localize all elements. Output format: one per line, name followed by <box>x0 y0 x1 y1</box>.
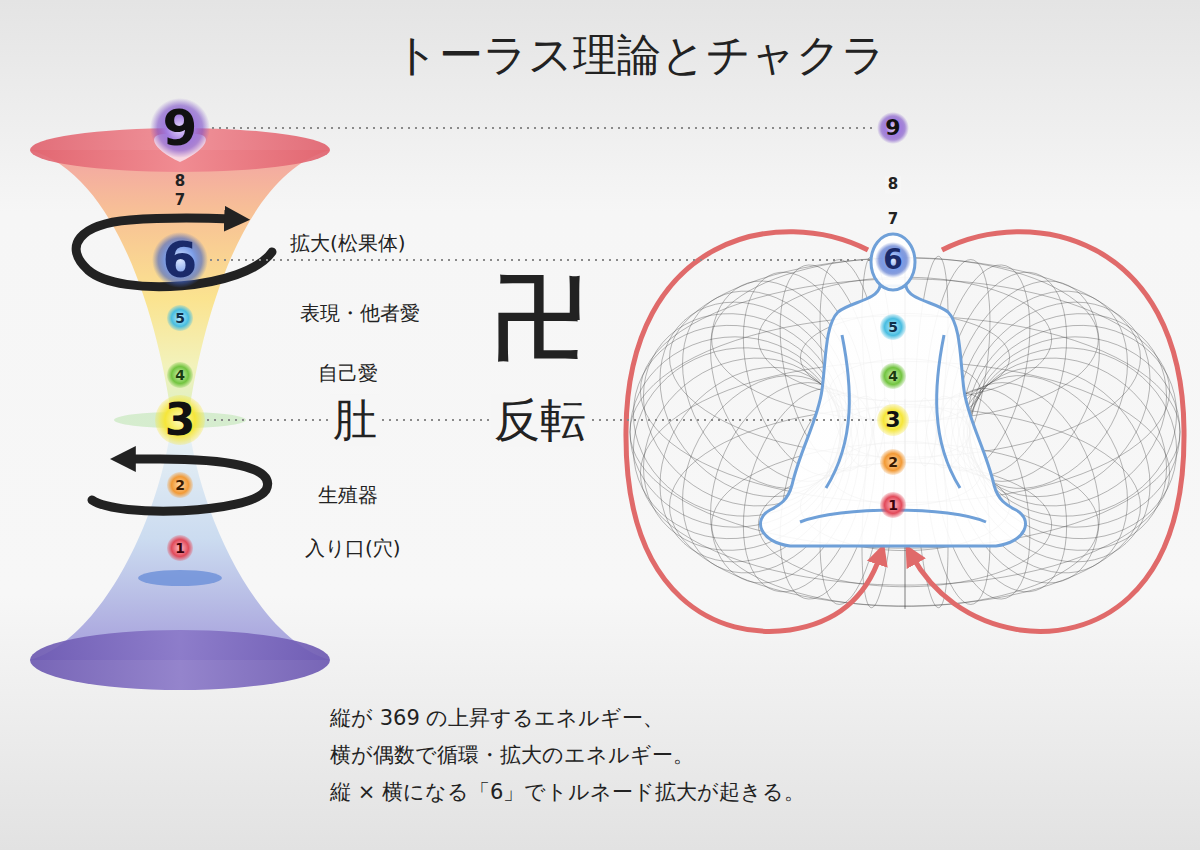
chakra-circle: 2 <box>167 472 193 498</box>
chakra-disc <box>167 305 193 331</box>
chakra-number: 5 <box>175 311 185 325</box>
mesh-line <box>969 325 1176 516</box>
funnel <box>30 128 330 690</box>
chakra-label: 肚 <box>330 395 380 446</box>
chakra-circle: 5 <box>880 314 906 340</box>
chakra-label: 拡大(松果体) <box>290 232 406 255</box>
chakra-number: 9 <box>885 117 900 139</box>
caption-line: 横が偶数で循環・拡大のエネルギー。 <box>330 743 694 767</box>
caption-line: 縦が 369 の上昇するエネルギー、 <box>330 706 664 730</box>
caption-line: 縦 × 横になる「6」でトルネード拡大が起きる。 <box>330 780 805 804</box>
chakra-disc <box>877 112 909 144</box>
chakra-disc <box>155 395 205 445</box>
meditating-figure <box>760 234 1025 546</box>
chakra-circle: 9 <box>150 98 210 158</box>
chakra-number: 1 <box>175 541 185 555</box>
chakra-disc <box>167 472 193 498</box>
swirl-arrow <box>76 218 272 511</box>
dotted-guide <box>210 259 873 261</box>
chakra-circle: 3 <box>877 404 909 436</box>
symbol: 卍 <box>494 265 586 371</box>
callout-number: 7 <box>885 211 901 228</box>
chakra-circle: 5 <box>167 305 193 331</box>
torus-mesh <box>630 255 1180 609</box>
energy-loop <box>626 232 1184 632</box>
dotted-guide <box>212 127 875 129</box>
chakra-disc <box>167 362 193 388</box>
chakra-disc <box>880 363 906 389</box>
chakra-circle: 3 <box>155 395 205 445</box>
note: 反転 <box>491 394 589 447</box>
chakra-disc <box>880 314 906 340</box>
chakra-label: 表現・他者愛 <box>300 302 420 325</box>
callout-number: 8 <box>885 176 901 193</box>
chakra-number: 1 <box>888 498 898 512</box>
chakra-number: 6 <box>883 246 902 274</box>
chakra-circle: 6 <box>875 242 911 278</box>
chakra-circle: 1 <box>167 535 193 561</box>
chakra-disc <box>167 535 193 561</box>
title: トーラス理論とチャクラ <box>394 30 886 81</box>
chakra-circle: 9 <box>877 112 909 144</box>
callout-number: 8 <box>175 173 185 190</box>
chakra-number: 5 <box>888 320 898 334</box>
chakra-disc <box>880 492 906 518</box>
chakra-circle: 4 <box>880 363 906 389</box>
chakra-number: 4 <box>175 368 185 382</box>
chakra-number: 6 <box>163 235 198 285</box>
chakra-disc <box>880 449 906 475</box>
chakra-number: 2 <box>888 455 898 469</box>
chakra-disc <box>150 98 210 158</box>
chakra-number: 3 <box>165 398 196 442</box>
callout-number: 7 <box>175 192 185 209</box>
chakra-number: 3 <box>885 409 900 431</box>
chakra-disc <box>877 404 909 436</box>
chakra-label: 生殖器 <box>318 484 378 507</box>
chakra-circle: 1 <box>880 492 906 518</box>
chakra-circle: 6 <box>152 232 208 288</box>
chakra-number: 9 <box>163 103 198 153</box>
mesh-line <box>967 314 1167 506</box>
chakra-circle: 2 <box>880 449 906 475</box>
chakra-circle: 4 <box>167 362 193 388</box>
chakra-number: 2 <box>175 478 185 492</box>
chakra-disc <box>875 242 911 278</box>
chakra-label: 自己愛 <box>318 362 378 385</box>
chakra-label: 入り口(穴) <box>305 537 401 560</box>
chakra-disc <box>152 232 208 288</box>
chakra-number: 4 <box>888 369 898 383</box>
